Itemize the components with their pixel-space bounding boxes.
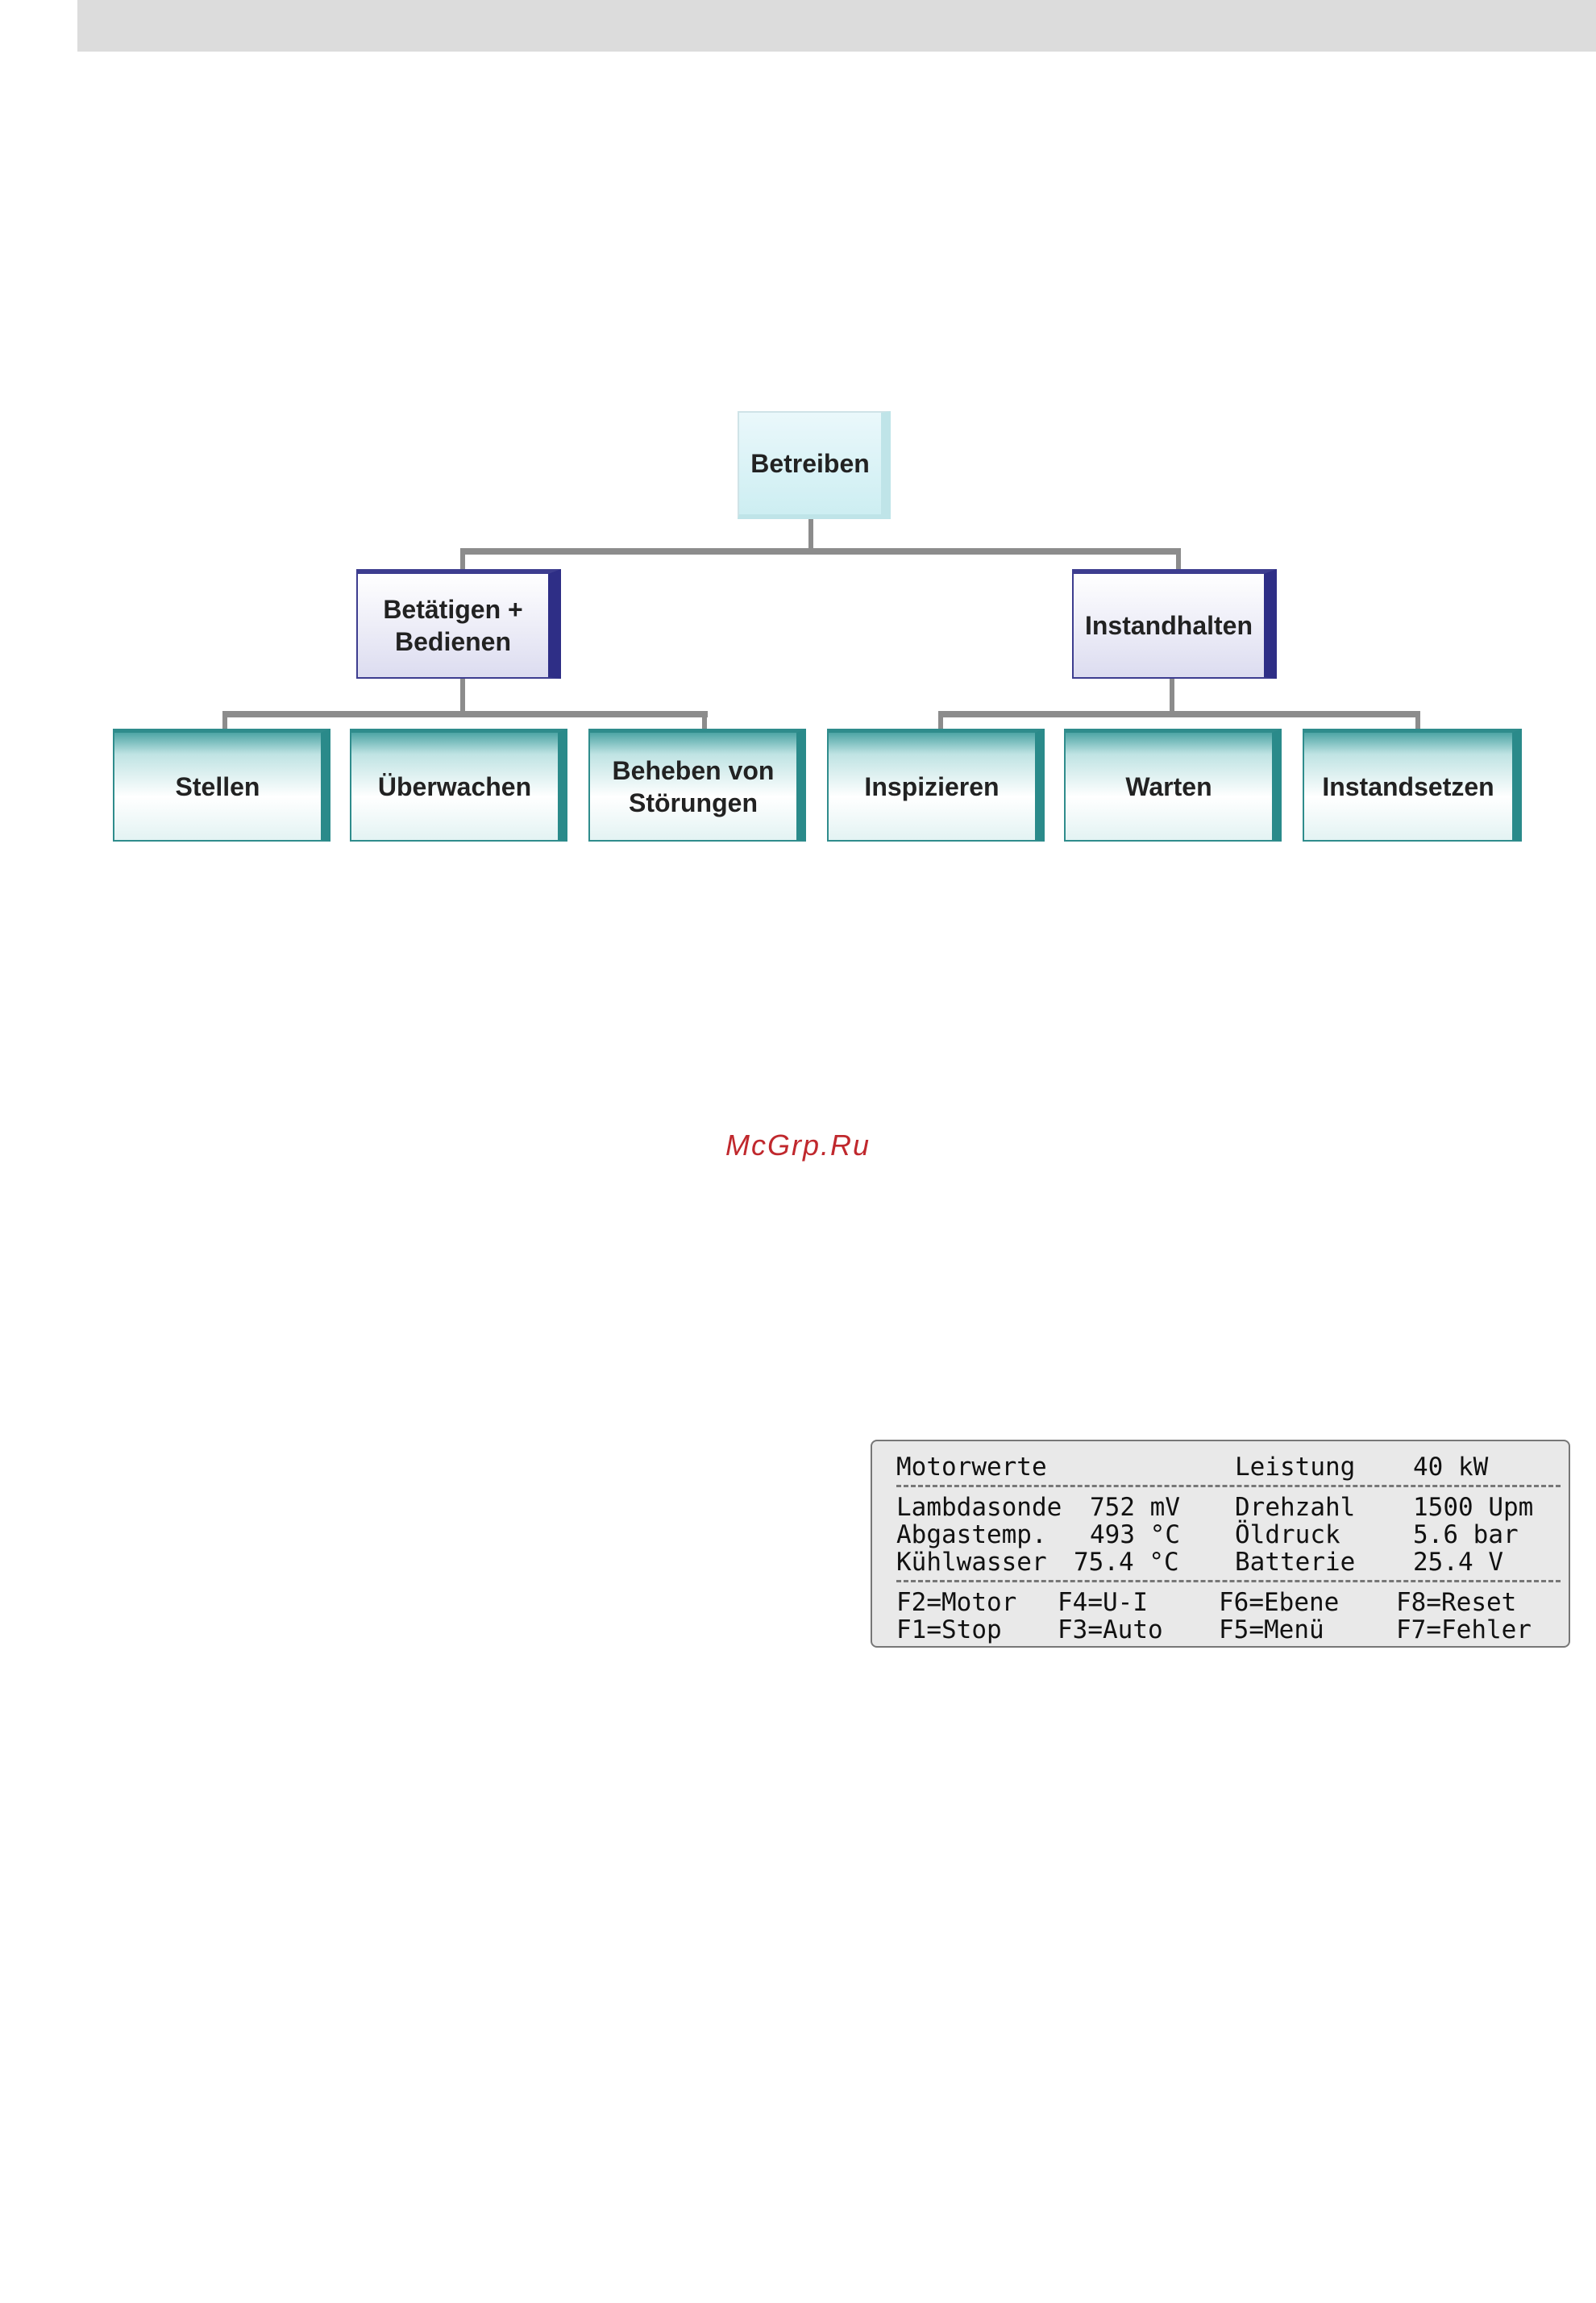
org-node-inspizieren: Inspizieren [827, 729, 1045, 842]
divider [896, 1485, 1561, 1487]
function-key[interactable]: F4=U-I [1058, 1588, 1148, 1617]
value-label: Öldruck [1235, 1520, 1340, 1549]
value-reading: 75.4 °C [1074, 1548, 1179, 1577]
watermark: McGrp.Ru [725, 1129, 871, 1162]
function-key[interactable]: F5=Menü [1219, 1615, 1324, 1644]
display-header-value: 40 kW [1413, 1453, 1489, 1482]
display-value-row: Lambdasonde 752 mV Drehzahl 1500 Upm [896, 1493, 1561, 1522]
org-node-ueberwachen: Überwachen [350, 729, 567, 842]
function-key[interactable]: F1=Stop [896, 1615, 1002, 1644]
function-key-row: F2=Motor F4=U-I F6=Ebene F8=Reset [896, 1588, 1561, 1617]
display-value-row: Abgastemp. 493 °C Öldruck 5.6 bar [896, 1520, 1561, 1549]
org-node-instandsetzen: Instandsetzen [1303, 729, 1522, 842]
value-reading: 25.4 V [1413, 1548, 1503, 1577]
divider [896, 1580, 1561, 1582]
value-label: Abgastemp. [896, 1520, 1047, 1549]
connector [222, 711, 227, 732]
motor-display-panel: Motorwerte Leistung 40 kW Lambdasonde 75… [871, 1440, 1570, 1648]
value-reading: 1500 Upm [1413, 1493, 1534, 1522]
org-node-betaetigen: Betätigen + Bedienen [356, 569, 561, 679]
function-key[interactable]: F3=Auto [1058, 1615, 1163, 1644]
org-node-stellen: Stellen [113, 729, 330, 842]
display-title: Motorwerte [896, 1453, 1047, 1482]
value-reading: 493 °C [1090, 1520, 1180, 1549]
value-label: Drehzahl [1235, 1493, 1356, 1522]
connector [222, 711, 708, 717]
org-node-root: Betreiben [738, 411, 891, 519]
connector [460, 677, 465, 716]
display-value-row: Kühlwasser 75.4 °C Batterie 25.4 V [896, 1548, 1561, 1577]
function-key[interactable]: F2=Motor [896, 1588, 1017, 1617]
connector [938, 711, 1420, 717]
display-header-row: Motorwerte Leistung 40 kW [896, 1453, 1561, 1482]
function-key[interactable]: F8=Reset [1396, 1588, 1517, 1617]
connector [808, 516, 813, 551]
value-reading: 5.6 bar [1413, 1520, 1519, 1549]
connector [1415, 711, 1420, 732]
function-key[interactable]: F7=Fehler [1396, 1615, 1532, 1644]
value-label: Kühlwasser [896, 1548, 1047, 1577]
function-key[interactable]: F6=Ebene [1219, 1588, 1340, 1617]
org-node-instandhalten: Instandhalten [1072, 569, 1277, 679]
connector [460, 548, 465, 572]
connector [702, 711, 707, 732]
function-key-row: F1=Stop F3=Auto F5=Menü F7=Fehler [896, 1615, 1561, 1644]
connector [1176, 548, 1181, 572]
value-reading: 752 mV [1090, 1493, 1180, 1522]
connector [938, 711, 943, 732]
connector [1170, 677, 1174, 716]
value-label: Lambdasonde [896, 1493, 1062, 1522]
org-chart: Betreiben Betätigen + Bedienen Instandha… [0, 0, 1596, 903]
value-label: Batterie [1235, 1548, 1356, 1577]
connector [460, 548, 1181, 555]
org-node-warten: Warten [1064, 729, 1282, 842]
org-node-beheben: Beheben von Störungen [588, 729, 806, 842]
top-header-bar [77, 0, 1596, 52]
display-header-label: Leistung [1235, 1453, 1356, 1482]
